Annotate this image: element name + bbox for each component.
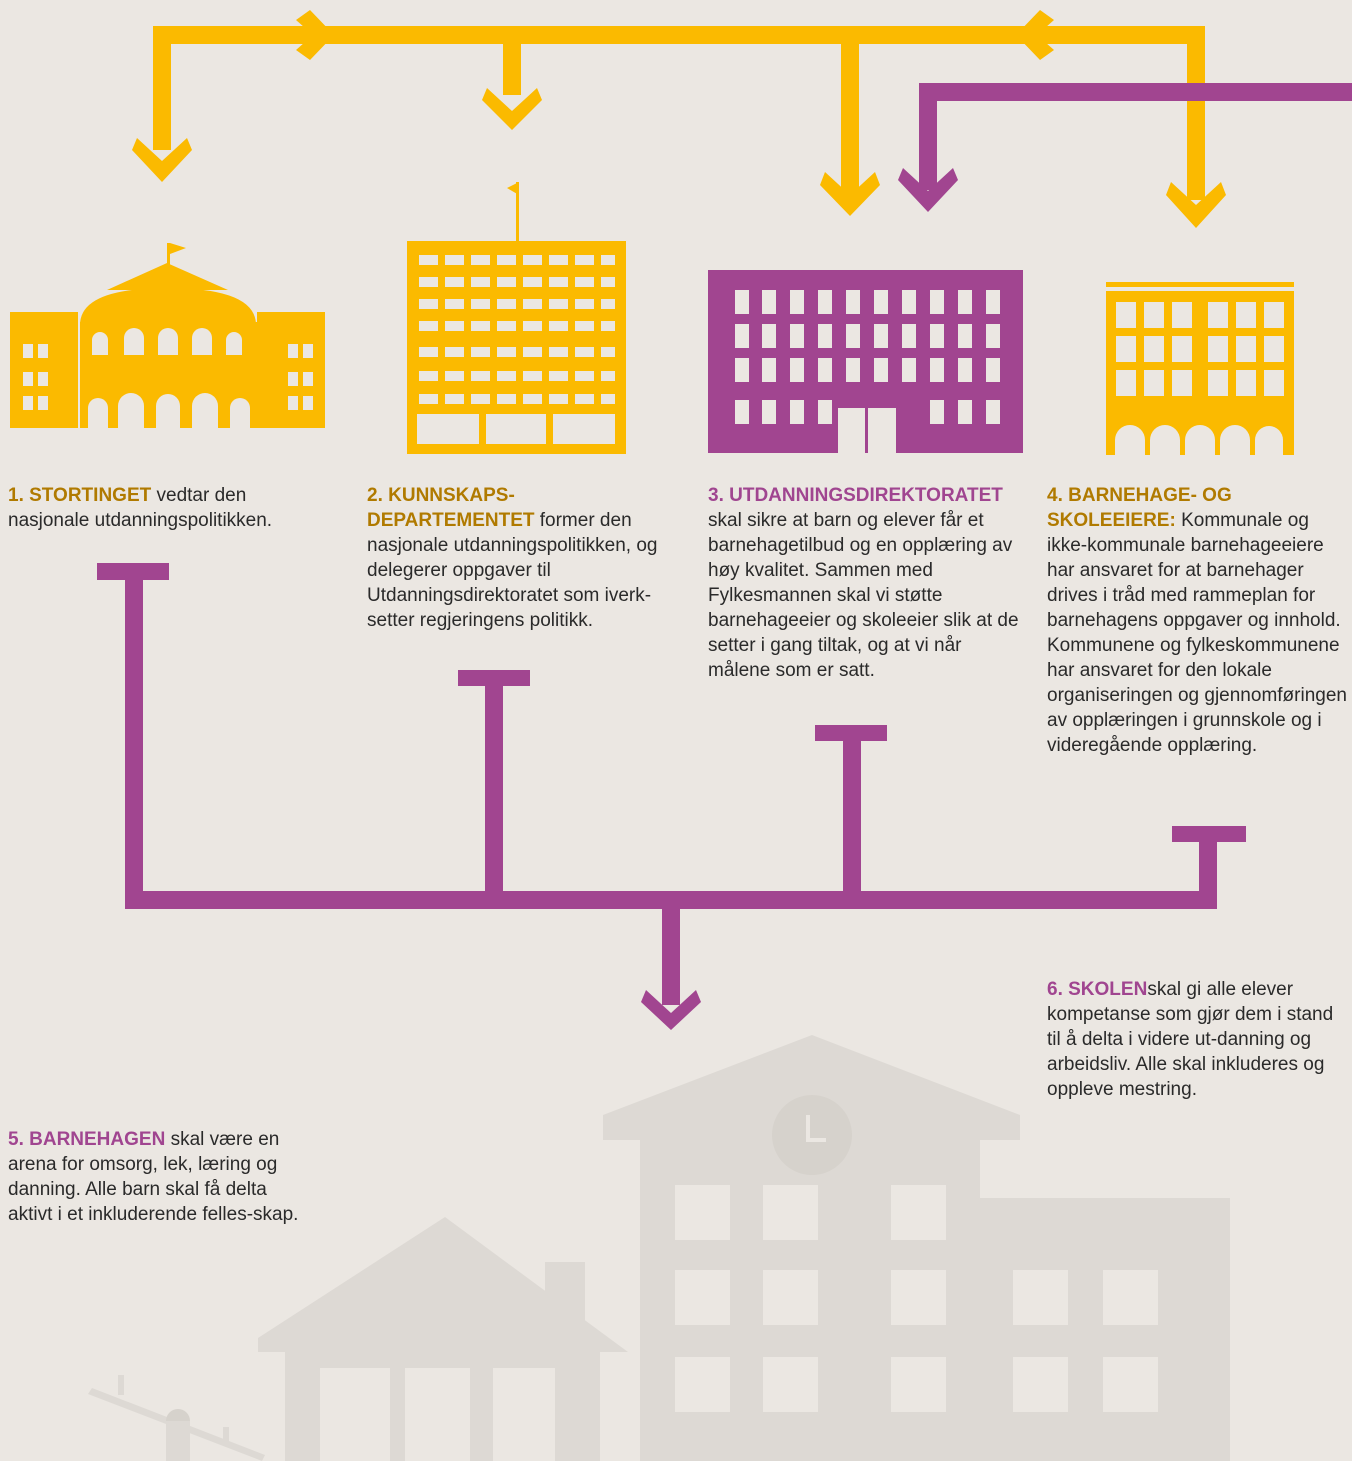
node-eiere-text: Kommunale og ikke-kommunale barnehageeie… bbox=[1047, 510, 1347, 756]
ministry-building-icon bbox=[407, 182, 626, 454]
node-departement-title: 2. KUNNSKAPS-DEPARTEMENTET bbox=[367, 485, 535, 531]
node-skolen-text: skal gi alle elever kompetanse som gjør … bbox=[1047, 979, 1334, 1100]
clock-icon bbox=[772, 1095, 852, 1175]
node-direktorat-text: skal sikre at barn og elever får et barn… bbox=[708, 510, 1019, 681]
purple-connector-lines bbox=[125, 83, 1352, 1005]
node-stortinget-title: 1. STORTINGET bbox=[8, 485, 152, 506]
node-barnehagen-text: skal være en arena for omsorg, lek, læri… bbox=[8, 1129, 299, 1225]
purple-arrowheads bbox=[641, 168, 958, 1030]
yellow-connector-lines bbox=[153, 26, 1205, 200]
seesaw-icon bbox=[88, 1375, 265, 1461]
owner-building-icon bbox=[1106, 282, 1294, 455]
stortinget-building-icon bbox=[10, 243, 325, 428]
node-stortinget-text: vedtar den nasjonale utdanningspolitikke… bbox=[8, 485, 273, 531]
node-departement-text: former den nasjonale utdanningspolitikke… bbox=[367, 510, 658, 631]
directorate-building-icon bbox=[708, 270, 1023, 453]
school-building-icon bbox=[603, 1035, 1230, 1461]
node-skolen: 6. SKOLENskal gi alle elever kompetanse … bbox=[1047, 977, 1347, 1102]
node-stortinget: 1. STORTINGET vedtar den nasjonale utdan… bbox=[8, 483, 308, 533]
yellow-arrowheads bbox=[132, 10, 1226, 228]
node-eiere-title: 4. BARNEHAGE- OG SKOLEEIERE: bbox=[1047, 485, 1232, 531]
node-skolen-title: 6. SKOLEN bbox=[1047, 979, 1148, 1000]
node-barnehagen: 5. BARNEHAGEN skal være en arena for oms… bbox=[8, 1127, 313, 1227]
node-barnehagen-title: 5. BARNEHAGEN bbox=[8, 1129, 166, 1150]
node-eiere: 4. BARNEHAGE- OG SKOLEEIERE: Kommunale o… bbox=[1047, 483, 1350, 758]
node-direktorat-title: 3. UTDANNINGSDIREKTORATET bbox=[708, 485, 1003, 506]
kindergarten-house-icon bbox=[258, 1217, 628, 1461]
node-direktorat: 3. UTDANNINGSDIREKTORATET skal sikre at … bbox=[708, 483, 1020, 683]
node-departement: 2. KUNNSKAPS-DEPARTEMENTET former den na… bbox=[367, 483, 672, 633]
purple-t-caps bbox=[97, 563, 1246, 842]
